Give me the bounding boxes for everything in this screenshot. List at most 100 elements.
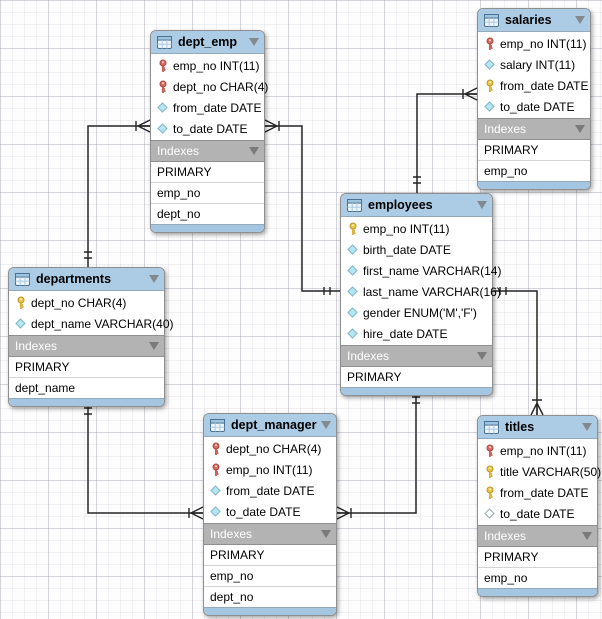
- column-label: to_date DATE: [500, 99, 575, 114]
- primary-key-icon: [346, 222, 359, 236]
- chevron-down-icon[interactable]: [477, 201, 487, 209]
- chevron-down-icon[interactable]: [582, 423, 592, 431]
- crow-foot-many-marker: [264, 119, 280, 133]
- index-row[interactable]: PRIMARY: [478, 140, 590, 161]
- column-label: to_date DATE: [173, 121, 248, 136]
- column-label: dept_no CHAR(4): [226, 441, 322, 456]
- column-row[interactable]: from_date DATE: [204, 480, 336, 501]
- chevron-down-icon[interactable]: [321, 530, 331, 538]
- relationship-dept_emp-employees[interactable]: [265, 125, 340, 292]
- column-row[interactable]: dept_name VARCHAR(40): [9, 313, 174, 334]
- table-header[interactable]: titles: [478, 416, 597, 439]
- chevron-down-icon[interactable]: [582, 532, 592, 540]
- indexes-header[interactable]: Indexes: [478, 118, 590, 140]
- index-row[interactable]: PRIMARY: [347, 370, 402, 384]
- relationship-dept_emp-departments[interactable]: [87, 125, 150, 267]
- chevron-down-icon[interactable]: [321, 421, 331, 429]
- column-row[interactable]: emp_no INT(11): [478, 440, 597, 461]
- column-list: emp_no INT(11)title VARCHAR(50)from_date…: [478, 439, 601, 525]
- table-icon: [210, 418, 225, 432]
- index-row[interactable]: emp_no: [151, 183, 264, 204]
- chevron-down-icon[interactable]: [249, 147, 259, 155]
- column-row[interactable]: dept_no CHAR(4): [151, 76, 268, 97]
- foreign-key-icon: [156, 80, 169, 94]
- column-row[interactable]: to_date DATE: [204, 501, 336, 522]
- chevron-down-icon[interactable]: [477, 352, 487, 360]
- column-row[interactable]: to_date DATE: [151, 118, 264, 139]
- table-header[interactable]: dept_manager: [204, 414, 336, 437]
- column-row[interactable]: dept_no CHAR(4): [9, 292, 164, 313]
- index-row[interactable]: dept_name: [15, 381, 76, 395]
- index-row[interactable]: emp_no: [204, 566, 336, 587]
- column-row[interactable]: from_date DATE: [151, 97, 264, 118]
- chevron-down-icon[interactable]: [149, 342, 159, 350]
- column-row[interactable]: emp_no INT(11): [204, 459, 336, 480]
- table-icon: [484, 420, 499, 434]
- column-row[interactable]: from_date DATE: [478, 482, 597, 503]
- table-footer: [151, 224, 264, 232]
- column-row[interactable]: to_date DATE: [478, 503, 597, 524]
- chevron-down-icon[interactable]: [575, 16, 585, 24]
- table-icon: [347, 198, 362, 212]
- indexes-header[interactable]: Indexes: [478, 525, 597, 547]
- index-list: PRIMARY dept_name: [9, 357, 164, 398]
- indexes-header[interactable]: Indexes: [9, 335, 164, 357]
- indexes-header[interactable]: Indexes: [341, 345, 492, 367]
- table-title: dept_manager: [231, 418, 317, 432]
- chevron-down-icon[interactable]: [249, 38, 259, 46]
- index-row[interactable]: emp_no: [484, 571, 528, 585]
- index-row[interactable]: PRIMARY: [204, 545, 336, 566]
- column-row[interactable]: last_name VARCHAR(16): [341, 281, 501, 302]
- column-row[interactable]: hire_date DATE: [341, 323, 492, 344]
- column-row[interactable]: emp_no INT(11): [341, 218, 492, 239]
- cardinality-one-marker: [413, 176, 421, 184]
- column-row[interactable]: birth_date DATE: [341, 239, 492, 260]
- indexes-header[interactable]: Indexes: [204, 523, 336, 545]
- column-row[interactable]: gender ENUM('M','F'): [341, 302, 492, 323]
- relationship-salaries-employees[interactable]: [416, 93, 477, 193]
- index-list: PRIMARY: [341, 367, 492, 387]
- relationship-dept_manager-departments[interactable]: [87, 399, 203, 514]
- column-notnull-icon: [346, 307, 359, 318]
- index-row[interactable]: dept_no: [210, 590, 254, 604]
- table-salaries[interactable]: salaries emp_no INT(11)salary INT(11)from…: [477, 8, 591, 190]
- table-header[interactable]: employees: [341, 194, 492, 217]
- column-row[interactable]: from_date DATE: [478, 75, 590, 96]
- indexes-label: Indexes: [484, 122, 527, 136]
- index-row[interactable]: PRIMARY: [9, 357, 164, 378]
- column-row[interactable]: emp_no INT(11): [151, 55, 264, 76]
- cardinality-one-marker: [84, 251, 92, 259]
- index-row[interactable]: PRIMARY: [151, 162, 264, 183]
- chevron-down-icon[interactable]: [575, 125, 585, 133]
- table-header[interactable]: dept_emp: [151, 31, 264, 54]
- indexes-label: Indexes: [15, 339, 58, 353]
- relationship-dept_manager-employees[interactable]: [337, 389, 417, 514]
- table-dept_manager[interactable]: dept_manager dept_no CHAR(4) emp_no INT(11…: [203, 413, 337, 616]
- column-label: to_date DATE: [226, 504, 301, 519]
- table-header[interactable]: departments: [9, 268, 164, 291]
- column-row[interactable]: to_date DATE: [478, 96, 590, 117]
- chevron-down-icon[interactable]: [149, 275, 159, 283]
- table-title: salaries: [505, 13, 552, 27]
- relationship-titles-employees[interactable]: [493, 290, 538, 415]
- primary-key-icon: [483, 79, 496, 93]
- column-row[interactable]: emp_no INT(11): [478, 33, 590, 54]
- column-notnull-icon: [209, 506, 222, 517]
- index-row[interactable]: emp_no: [484, 164, 528, 178]
- index-row[interactable]: dept_no: [157, 207, 201, 221]
- column-row[interactable]: title VARCHAR(50): [478, 461, 601, 482]
- indexes-header[interactable]: Indexes: [151, 140, 264, 162]
- column-list: emp_no INT(11)salary INT(11)from_date DA…: [478, 32, 590, 118]
- table-icon: [15, 272, 30, 286]
- table-header[interactable]: salaries: [478, 9, 590, 32]
- column-row[interactable]: salary INT(11): [478, 54, 590, 75]
- column-row[interactable]: dept_no CHAR(4): [204, 438, 336, 459]
- column-row[interactable]: first_name VARCHAR(14): [341, 260, 501, 281]
- index-row[interactable]: PRIMARY: [478, 547, 597, 568]
